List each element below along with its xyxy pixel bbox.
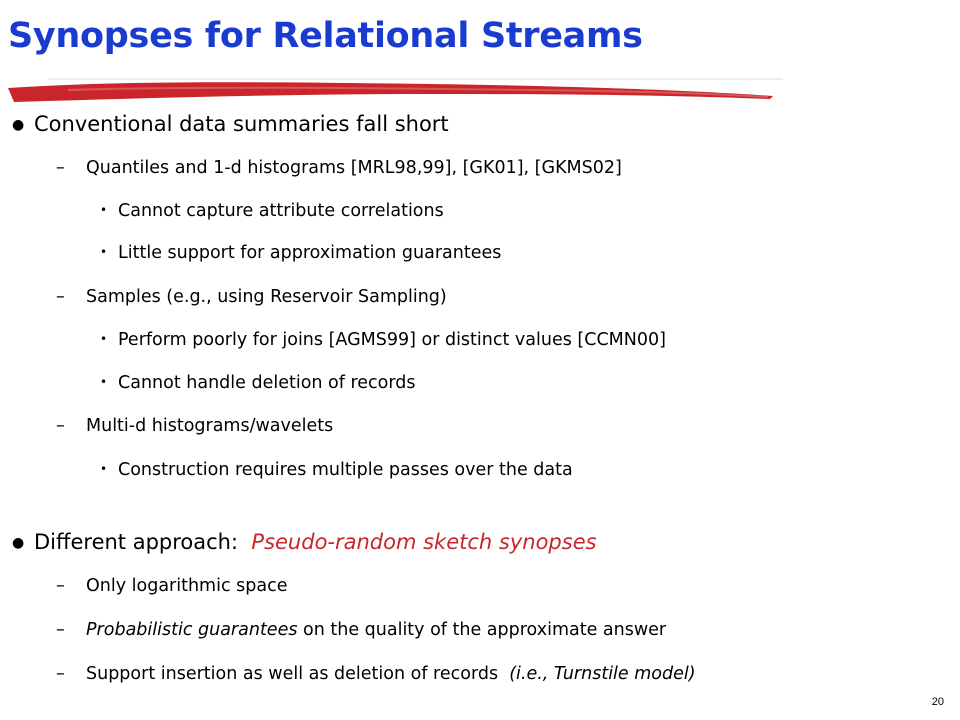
sub-sub-bullet-text: Construction requires multiple passes ov… [118, 460, 573, 480]
sub-sub-bullet-construction: • Construction requires multiple passes o… [100, 460, 573, 480]
dot-marker: • [100, 462, 108, 476]
sub-bullet-text: Samples (e.g., using Reservoir Sampling) [86, 287, 447, 307]
bullet-dot: ● [12, 535, 25, 551]
bullet-text-prefix: Different approach: [34, 530, 252, 554]
dash-marker: – [56, 287, 65, 307]
dash-marker: – [56, 416, 65, 436]
sub-sub-bullet-guarantees: • Little support for approximation guaran… [100, 243, 501, 263]
sub-bullet-probabilistic: – Probabilistic guarantees on the quality… [56, 620, 666, 640]
dash-marker: – [56, 620, 65, 640]
sub-bullet-text: on the quality of the approximate answer [297, 620, 667, 640]
dot-marker: • [100, 203, 108, 217]
bullet-text-emphasis: Pseudo-random sketch synopses [251, 530, 597, 554]
dot-marker: • [100, 375, 108, 389]
bullet-conventional-summaries: ● Conventional data summaries fall short [12, 112, 449, 136]
title-underline-brush [8, 78, 783, 102]
dash-marker: – [56, 158, 65, 178]
sub-sub-bullet-joins: • Perform poorly for joins [AGMS99] or di… [100, 330, 666, 350]
page-title: Synopses for Relational Streams [8, 16, 643, 56]
bullet-different-approach: ● Different approach: Pseudo-random sketc… [12, 530, 597, 554]
sub-bullet-multid: – Multi-d histograms/wavelets [56, 416, 333, 436]
sub-bullet-text: Quantiles and 1-d histograms [MRL98,99],… [86, 158, 622, 178]
dash-marker: – [56, 576, 65, 596]
sub-sub-bullet-text: Cannot capture attribute correlations [118, 201, 444, 221]
sub-sub-bullet-text: Cannot handle deletion of records [118, 373, 416, 393]
sub-sub-bullet-text: Little support for approximation guarant… [118, 243, 502, 263]
sub-sub-bullet-correlations: • Cannot capture attribute correlations [100, 201, 444, 221]
sub-bullet-quantiles: – Quantiles and 1-d histograms [MRL98,99]… [56, 158, 622, 178]
bullet-dot: ● [12, 117, 25, 133]
sub-bullet-log-space: – Only logarithmic space [56, 576, 288, 596]
sub-sub-bullet-text: Perform poorly for joins [AGMS99] or dis… [118, 330, 666, 350]
page-number: 20 [931, 696, 944, 708]
dot-marker: • [100, 245, 108, 259]
sub-bullet-samples: – Samples (e.g., using Reservoir Sampling… [56, 287, 447, 307]
dash-marker: – [56, 664, 65, 684]
sub-bullet-text-emphasis: Probabilistic guarantees [86, 620, 298, 640]
sub-bullet-text: Support insertion as well as deletion of… [86, 664, 510, 684]
dot-marker: • [100, 332, 108, 346]
sub-bullet-text-emphasis: (i.e., Turnstile model) [509, 664, 696, 684]
sub-bullet-turnstile: – Support insertion as well as deletion o… [56, 664, 696, 684]
sub-sub-bullet-deletion: • Cannot handle deletion of records [100, 373, 416, 393]
sub-bullet-text: Multi-d histograms/wavelets [86, 416, 334, 436]
bullet-text: Conventional data summaries fall short [34, 112, 449, 136]
sub-bullet-text: Only logarithmic space [86, 576, 288, 596]
